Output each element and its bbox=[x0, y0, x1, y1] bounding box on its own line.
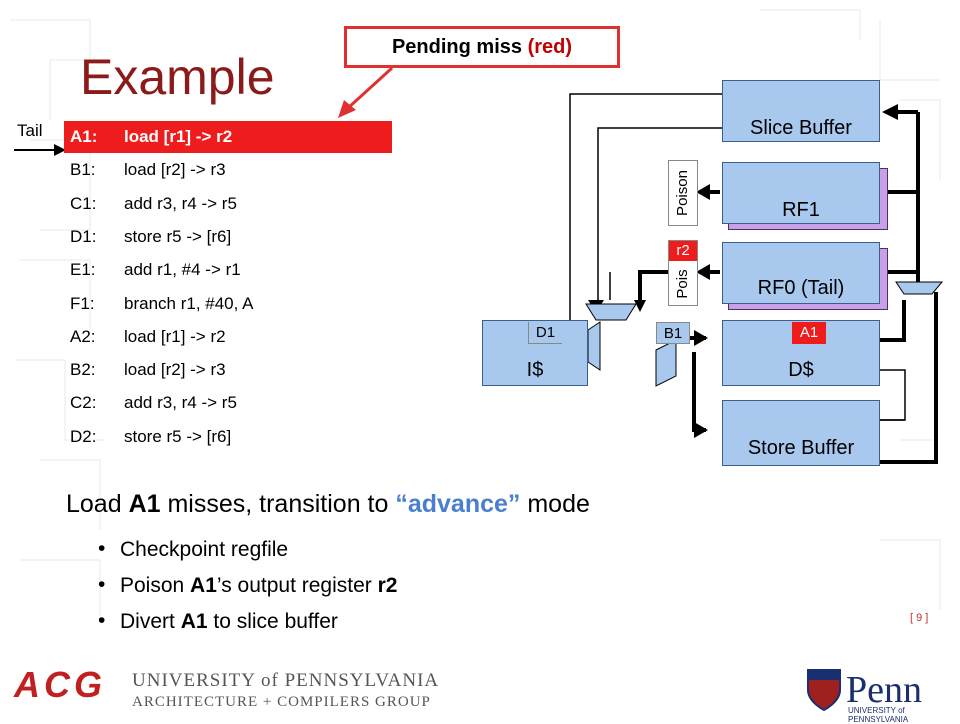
bullet-item: • Checkpoint regfile bbox=[98, 537, 289, 562]
poison-rf0-label: Pois bbox=[674, 269, 691, 299]
instruction-row: B2: load [r2] -> r3 bbox=[0, 354, 400, 386]
instruction-text: load [r2] -> r3 bbox=[124, 360, 226, 380]
statement-advance: “advance” bbox=[395, 490, 521, 518]
tail-arrow bbox=[14, 144, 66, 156]
instruction-label: B2: bbox=[70, 360, 96, 380]
instruction-label: B1: bbox=[70, 160, 96, 180]
penn-shield-icon bbox=[807, 669, 841, 712]
penn-logo-text: Penn bbox=[846, 669, 922, 711]
instruction-row: D2: store r5 -> [r6] bbox=[0, 421, 400, 453]
instruction-label: F1: bbox=[70, 293, 95, 313]
instruction-label: C2: bbox=[70, 393, 97, 413]
instruction-label: E1: bbox=[70, 260, 96, 280]
page-number: [ 9 ] bbox=[910, 612, 929, 624]
store-buffer: Store Buffer bbox=[722, 400, 880, 466]
statement-mid: misses, transition to bbox=[160, 490, 396, 518]
group-name: ARCHITECTURE + COMPILERS GROUP bbox=[132, 694, 431, 710]
bullet-dot: • bbox=[98, 609, 106, 632]
bullet-mid: ’s output register bbox=[216, 574, 378, 597]
instruction-row: F1: branch r1, #40, A bbox=[0, 288, 400, 320]
bullet-pre: Divert bbox=[120, 610, 181, 633]
bullet-b1: A1 bbox=[190, 574, 217, 597]
instruction-text: add r3, r4 -> r5 bbox=[124, 393, 237, 413]
b1-tag: B1 bbox=[656, 322, 690, 344]
rf0-box: RF0 (Tail) bbox=[722, 242, 880, 304]
instruction-row: C1: add r3, r4 -> r5 bbox=[0, 188, 400, 220]
instruction-row: E1: add r1, #4 -> r1 bbox=[0, 254, 400, 286]
instruction-label: A2: bbox=[70, 326, 96, 346]
slide-title: Example bbox=[80, 49, 275, 105]
poison-r2-tag: r2 bbox=[669, 241, 697, 261]
instruction-label: D2: bbox=[70, 426, 97, 446]
poison-rf1-label: Poison bbox=[674, 170, 691, 216]
callout-text: Pending miss bbox=[391, 36, 528, 58]
instruction-text: store r5 -> [r6] bbox=[124, 426, 232, 446]
acg-logo: ACG bbox=[14, 664, 106, 705]
instruction-label: C1: bbox=[70, 193, 97, 213]
instruction-text: store r5 -> [r6] bbox=[124, 226, 232, 246]
bullet-mid: to slice buffer bbox=[207, 610, 338, 633]
instruction-row: C2: add r3, r4 -> r5 bbox=[0, 387, 400, 419]
bullet-b1: A1 bbox=[180, 610, 208, 633]
bullet-pre: Checkpoint regfile bbox=[120, 538, 289, 561]
pending-miss-callout: Pending miss (red) bbox=[344, 26, 620, 68]
bullet-item: • Poison A1’s output register r2 bbox=[98, 573, 398, 598]
rf1-box: RF1 bbox=[722, 162, 880, 224]
main-statement: Load A1 misses, transition to “advance” … bbox=[66, 490, 590, 519]
instruction-row: D1: store r5 -> [r6] bbox=[0, 221, 400, 253]
poison-rf1-box: Poison bbox=[668, 160, 698, 226]
callout-arrow bbox=[338, 66, 394, 118]
instruction-label: A1: bbox=[70, 127, 98, 146]
instruction-row: B1: load [r2] -> r3 bbox=[0, 154, 400, 186]
statement-pre: Load bbox=[66, 490, 129, 518]
instruction-text: load [r2] -> r3 bbox=[124, 160, 226, 180]
bullet-b2: r2 bbox=[377, 574, 398, 597]
instruction-row: A2: load [r1] -> r2 bbox=[0, 321, 400, 353]
instruction-row: A1: load [r1] -> r2 bbox=[64, 121, 392, 153]
bullet-item: • Divert A1 to slice buffer bbox=[98, 609, 338, 634]
slice-buffer: Slice Buffer bbox=[722, 80, 880, 142]
penn-logo-subtext: UNIVERSITY of PENNSYLVANIA bbox=[848, 706, 909, 724]
icache-box: I$ bbox=[482, 320, 588, 386]
university-name: UNIVERSITY of PENNSYLVANIA bbox=[132, 670, 440, 691]
bullet-dot: • bbox=[98, 573, 106, 596]
instruction-text: branch r1, #40, A bbox=[124, 293, 254, 313]
bullet-dot: • bbox=[98, 537, 106, 560]
instruction-text: load [r1] -> r2 bbox=[124, 326, 226, 346]
bullet-pre: Poison bbox=[120, 574, 191, 597]
instruction-label: D1: bbox=[70, 226, 97, 246]
icache-tag: D1 bbox=[528, 322, 562, 344]
instruction-text: load [r1] -> r2 bbox=[124, 127, 233, 146]
callout-red-text: (red) bbox=[527, 36, 573, 58]
poison-rf0-box: r2 Pois bbox=[668, 240, 698, 306]
instruction-text: add r1, #4 -> r1 bbox=[124, 260, 241, 280]
statement-post: mode bbox=[520, 490, 590, 518]
statement-a1: A1 bbox=[128, 490, 161, 518]
dcache-a1-tag: A1 bbox=[792, 322, 826, 344]
tail-label: Tail bbox=[17, 121, 43, 140]
instruction-text: add r3, r4 -> r5 bbox=[124, 193, 237, 213]
